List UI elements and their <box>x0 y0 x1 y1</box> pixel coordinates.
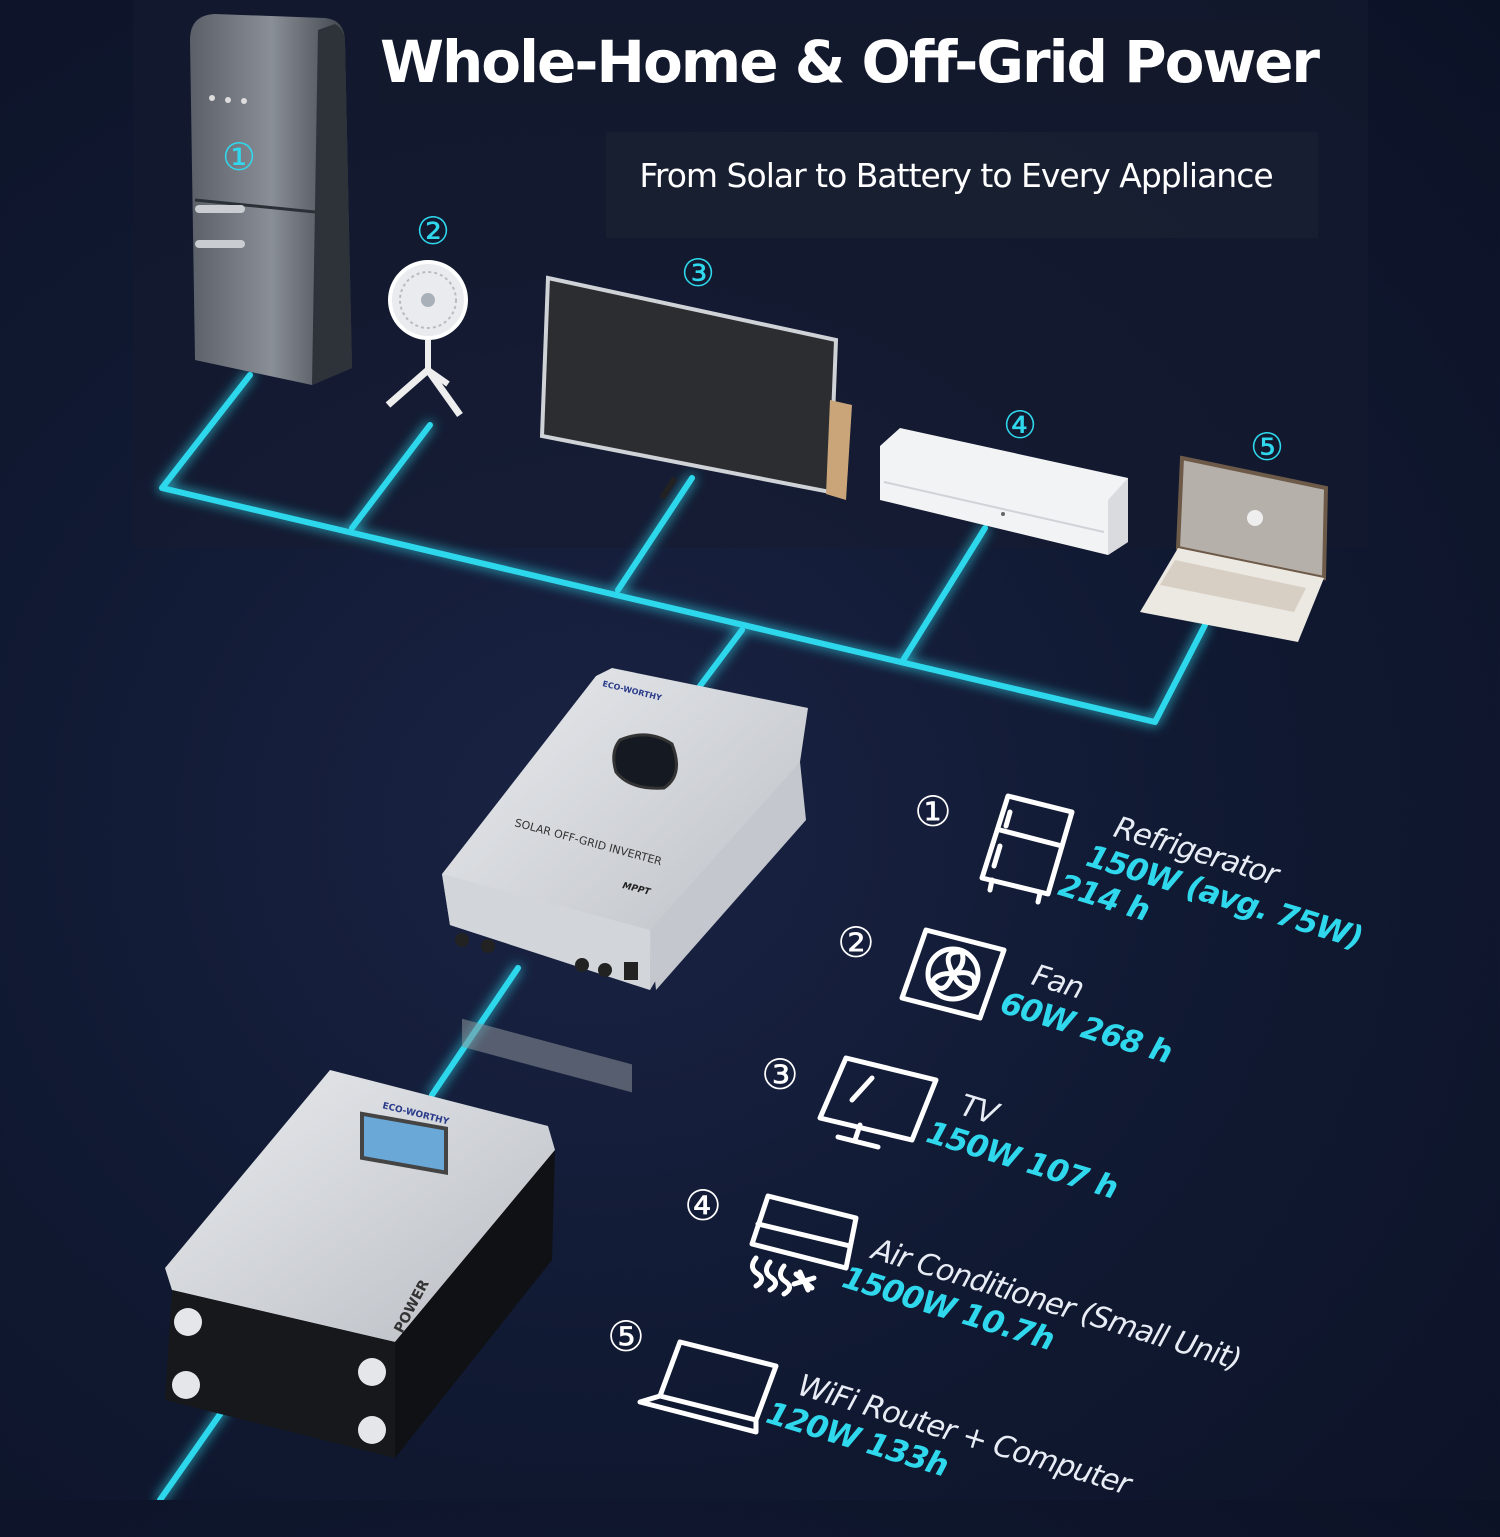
fan-image <box>385 260 468 418</box>
laptop-icon <box>637 1339 779 1435</box>
refrigerator-image <box>190 14 352 385</box>
laptop-image <box>1140 455 1329 642</box>
page-title: Whole-Home & Off-Grid Power <box>380 28 1320 96</box>
legend-marker-1: ① <box>914 787 952 836</box>
battery-image: ECO-WORTHY POWER <box>165 1070 555 1458</box>
title-backdrop <box>380 22 1300 104</box>
refrigerator-icon <box>979 793 1075 905</box>
legend-markers: ① ② ③ ④ ⑤ <box>607 787 952 1361</box>
inverter-image: SOLAR OFF-GRID INVERTER ECO-WORTHY MPPT <box>442 668 808 1093</box>
marker-3: ③ <box>681 251 715 295</box>
legend-marker-3: ③ <box>761 1050 799 1099</box>
air-conditioner-icon <box>749 1193 859 1297</box>
legend-marker-5: ⑤ <box>607 1312 645 1361</box>
marker-4: ④ <box>1003 403 1037 447</box>
subtitle-backdrop <box>606 132 1318 238</box>
legend-marker-4: ④ <box>684 1181 722 1230</box>
page-subtitle: From Solar to Battery to Every Appliance <box>639 156 1273 195</box>
air-conditioner-image <box>880 428 1128 555</box>
marker-2: ② <box>416 209 450 253</box>
marker-1: ① <box>222 135 256 179</box>
tv-image <box>539 275 852 500</box>
fan-icon <box>899 927 1007 1021</box>
appliance-markers: ① ② ③ ④ ⑤ <box>222 135 1284 469</box>
tv-icon <box>817 1055 939 1150</box>
legend-marker-2: ② <box>837 918 875 967</box>
marker-5: ⑤ <box>1250 425 1284 469</box>
